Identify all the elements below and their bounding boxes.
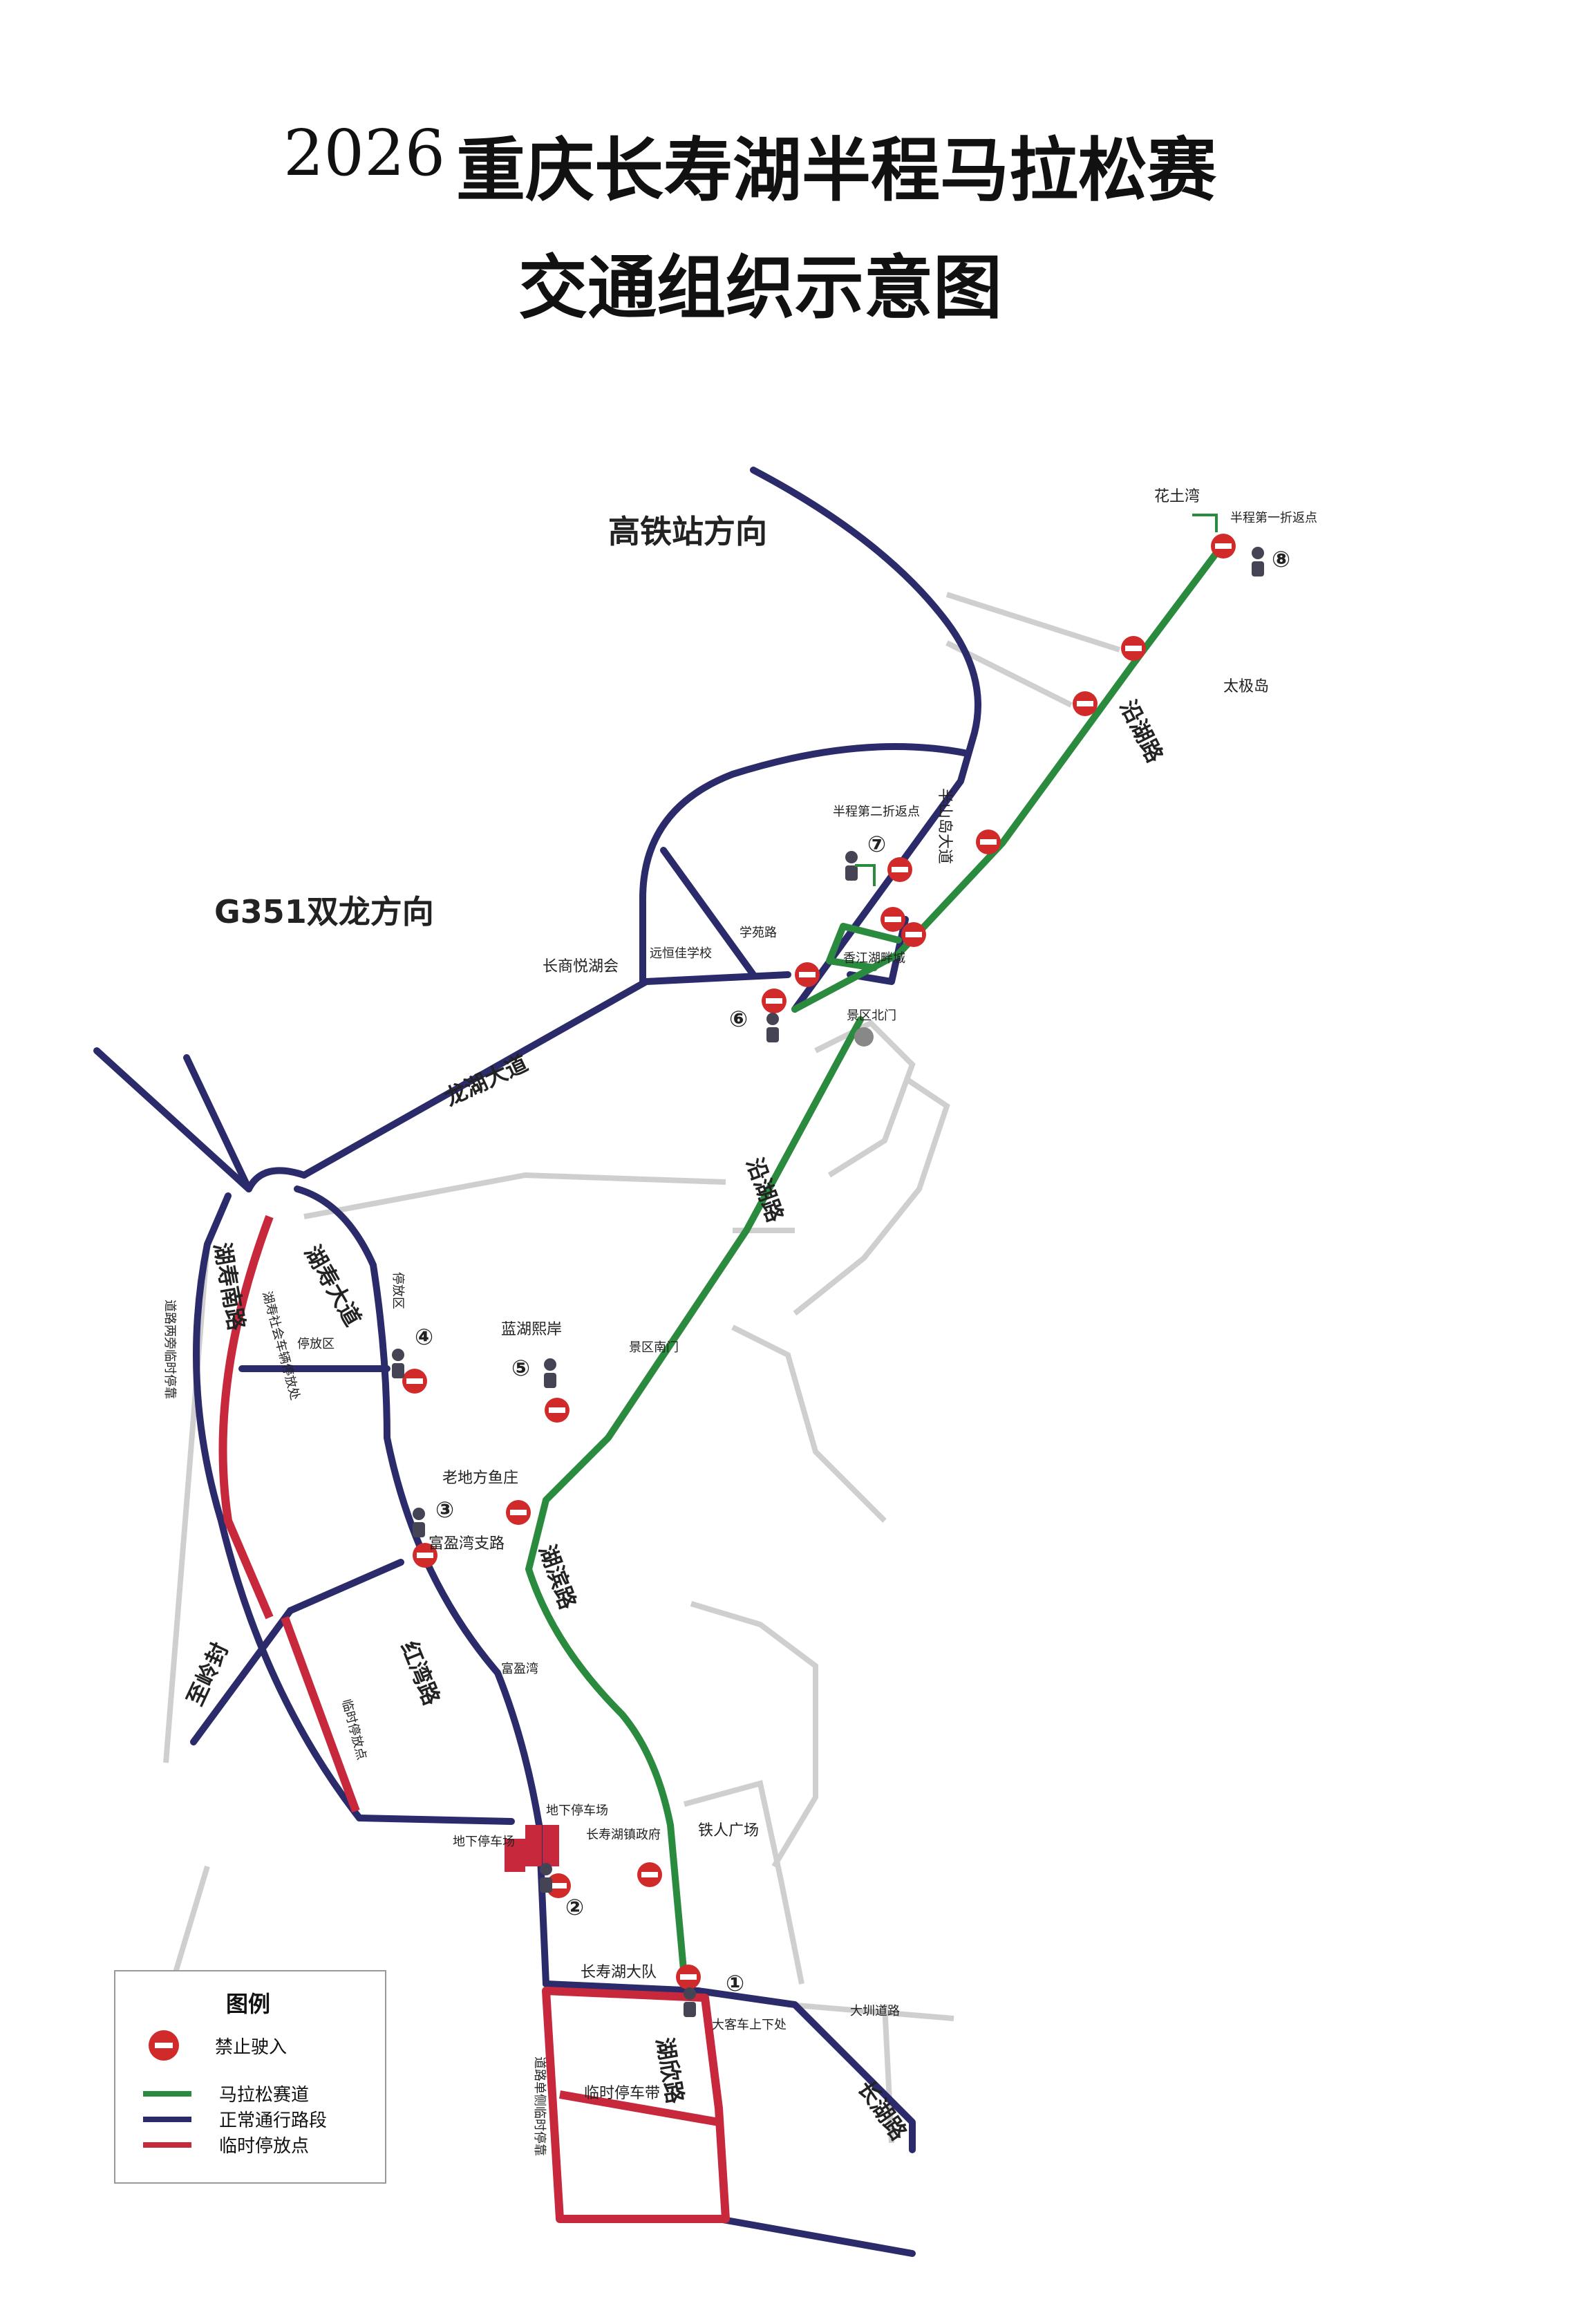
road-hushou: 湖寿大道 [299,1241,366,1331]
return-arrow-icon [1192,514,1218,532]
road-dachuan: 大圳道路 [850,2004,900,2018]
place-parking-zone2: 停放区 [297,1337,335,1351]
legend-item-race: 马拉松赛道 [143,2081,309,2106]
parking-zones [218,1215,730,2223]
g351-direction-label: G351双龙方向 [214,893,434,930]
legend-item-noentry: 禁止驶入 [143,2030,287,2061]
road-fuyingwan-branch: 富盈湾支路 [429,1535,505,1553]
place-hushou-parking: 湖寿社会车辆停放处 [259,1290,302,1402]
no-entry-icon [149,2030,179,2061]
police-icon [1252,547,1264,577]
place-return2: 半程第二折返点 [833,805,920,819]
side-note-2: 道路单侧临时停靠 [532,2056,547,2156]
legend-swatch [143,2090,191,2097]
checkpoint-4: ④ [415,1324,433,1350]
police-icon [413,1508,425,1537]
legend-label: 正常通行路段 [219,2110,328,2131]
place-temp-parking-belt: 临时停车带 [584,2085,660,2102]
no-entry-icon [1211,534,1236,559]
race-course [525,550,1220,1980]
legend-title: 图例 [226,1991,271,2017]
parking-lot-block [543,1825,559,1866]
no-entry-icon [637,1862,662,1887]
parking-lot-block [525,1825,542,1866]
checkpoint-2: ② [565,1894,584,1920]
no-entry-icon [506,1500,531,1525]
police-icon [684,1987,696,2017]
police-icon [540,1863,552,1893]
checkpoint-5: ⑤ [511,1355,530,1381]
police-icon [845,851,858,881]
road-yanhu-north: 沿湖路 [1115,695,1169,767]
police-markers [392,547,1264,2017]
road-banshan: 半山岛大道 [936,788,953,864]
police-icon [392,1349,404,1378]
no-entry-icon [1121,636,1146,661]
parking-lot-block [505,1839,525,1872]
place-bus-stop: 大客车上下处 [712,2018,787,2032]
place-changshang: 长商悦湖会 [543,958,619,975]
place-government: 长寿湖镇政府 [586,1828,661,1842]
map-subtitle: 交通组织示意图 [518,247,1002,328]
checkpoint-1: ① [726,1970,744,1996]
place-underground2: 地下停车场 [453,1835,515,1849]
no-entry-icon [413,1543,437,1568]
place-huatuwan: 花土湾 [1154,488,1200,505]
road-xueyuan: 学苑路 [740,926,777,940]
no-entry-icon [976,830,1001,854]
no-entry-icon [901,922,926,947]
title-year: 2026 [283,116,446,190]
legend-swatch [143,2116,191,2122]
place-fuyingwan: 富盈湾 [501,1662,538,1676]
place-laodifang: 老地方鱼庄 [442,1470,518,1487]
no-entry-icon [402,1369,427,1394]
road-longhu: 龙湖大道 [440,1050,531,1112]
no-entry-icon [887,857,912,882]
place-temp-parking-spot: 临时停放点 [339,1698,369,1761]
legend-label: 禁止驶入 [215,2036,288,2058]
gate-icon [854,1027,874,1047]
no-entry-icon [762,988,787,1013]
road-hongwan: 红湾路 [396,1638,446,1709]
checkpoint-7: ⑦ [867,831,886,857]
place-taijidao: 太极岛 [1223,678,1269,695]
no-entry-icon [881,907,905,932]
place-tieren: 铁人广场 [698,1822,759,1839]
checkpoint-8: ⑧ [1272,546,1290,572]
place-jingqu-south: 景区南门 [629,1340,679,1355]
place-jingqu-north: 景区北门 [847,1009,896,1023]
checkpoint-6: ⑥ [729,1006,748,1032]
legend-label: 马拉松赛道 [219,2085,310,2106]
police-icon [766,1013,779,1042]
return-arrow-icon [855,864,876,886]
no-entry-icon [676,1965,701,1989]
no-entry-icon [545,1398,569,1423]
place-yuanheng: 远恒佳学校 [650,946,712,961]
checkpoint-3: ③ [435,1497,454,1523]
legend-item-normal: 正常通行路段 [143,2106,327,2132]
police-icon [544,1358,556,1388]
map-title: 重庆长寿湖半程马拉松赛 [456,130,1216,211]
no-entry-markers [402,534,1236,1989]
legend: 图例 禁止驶入 马拉松赛道 正常通行路段 临时停放点 [114,1970,386,2184]
place-xiangjiang: 香江湖畔城 [843,951,905,966]
legend-item-parking: 临时停放点 [143,2132,309,2157]
place-underground1: 地下停车场 [546,1803,608,1818]
no-entry-icon [795,962,820,987]
side-note-1: 道路两旁临时停靠 [162,1300,177,1399]
place-return1: 半程第一折返点 [1230,511,1317,525]
place-changhu-brigade: 长寿湖大队 [581,1964,657,1981]
place-parking-zone: 停放区 [390,1272,405,1309]
legend-swatch [143,2142,191,2148]
rail-direction-label: 高铁站方向 [608,513,767,550]
no-entry-icon [1073,691,1098,716]
place-lanhu: 蓝湖熙岸 [501,1321,562,1338]
no-entry-icon [546,1873,571,1898]
legend-label: 临时停放点 [219,2136,310,2157]
